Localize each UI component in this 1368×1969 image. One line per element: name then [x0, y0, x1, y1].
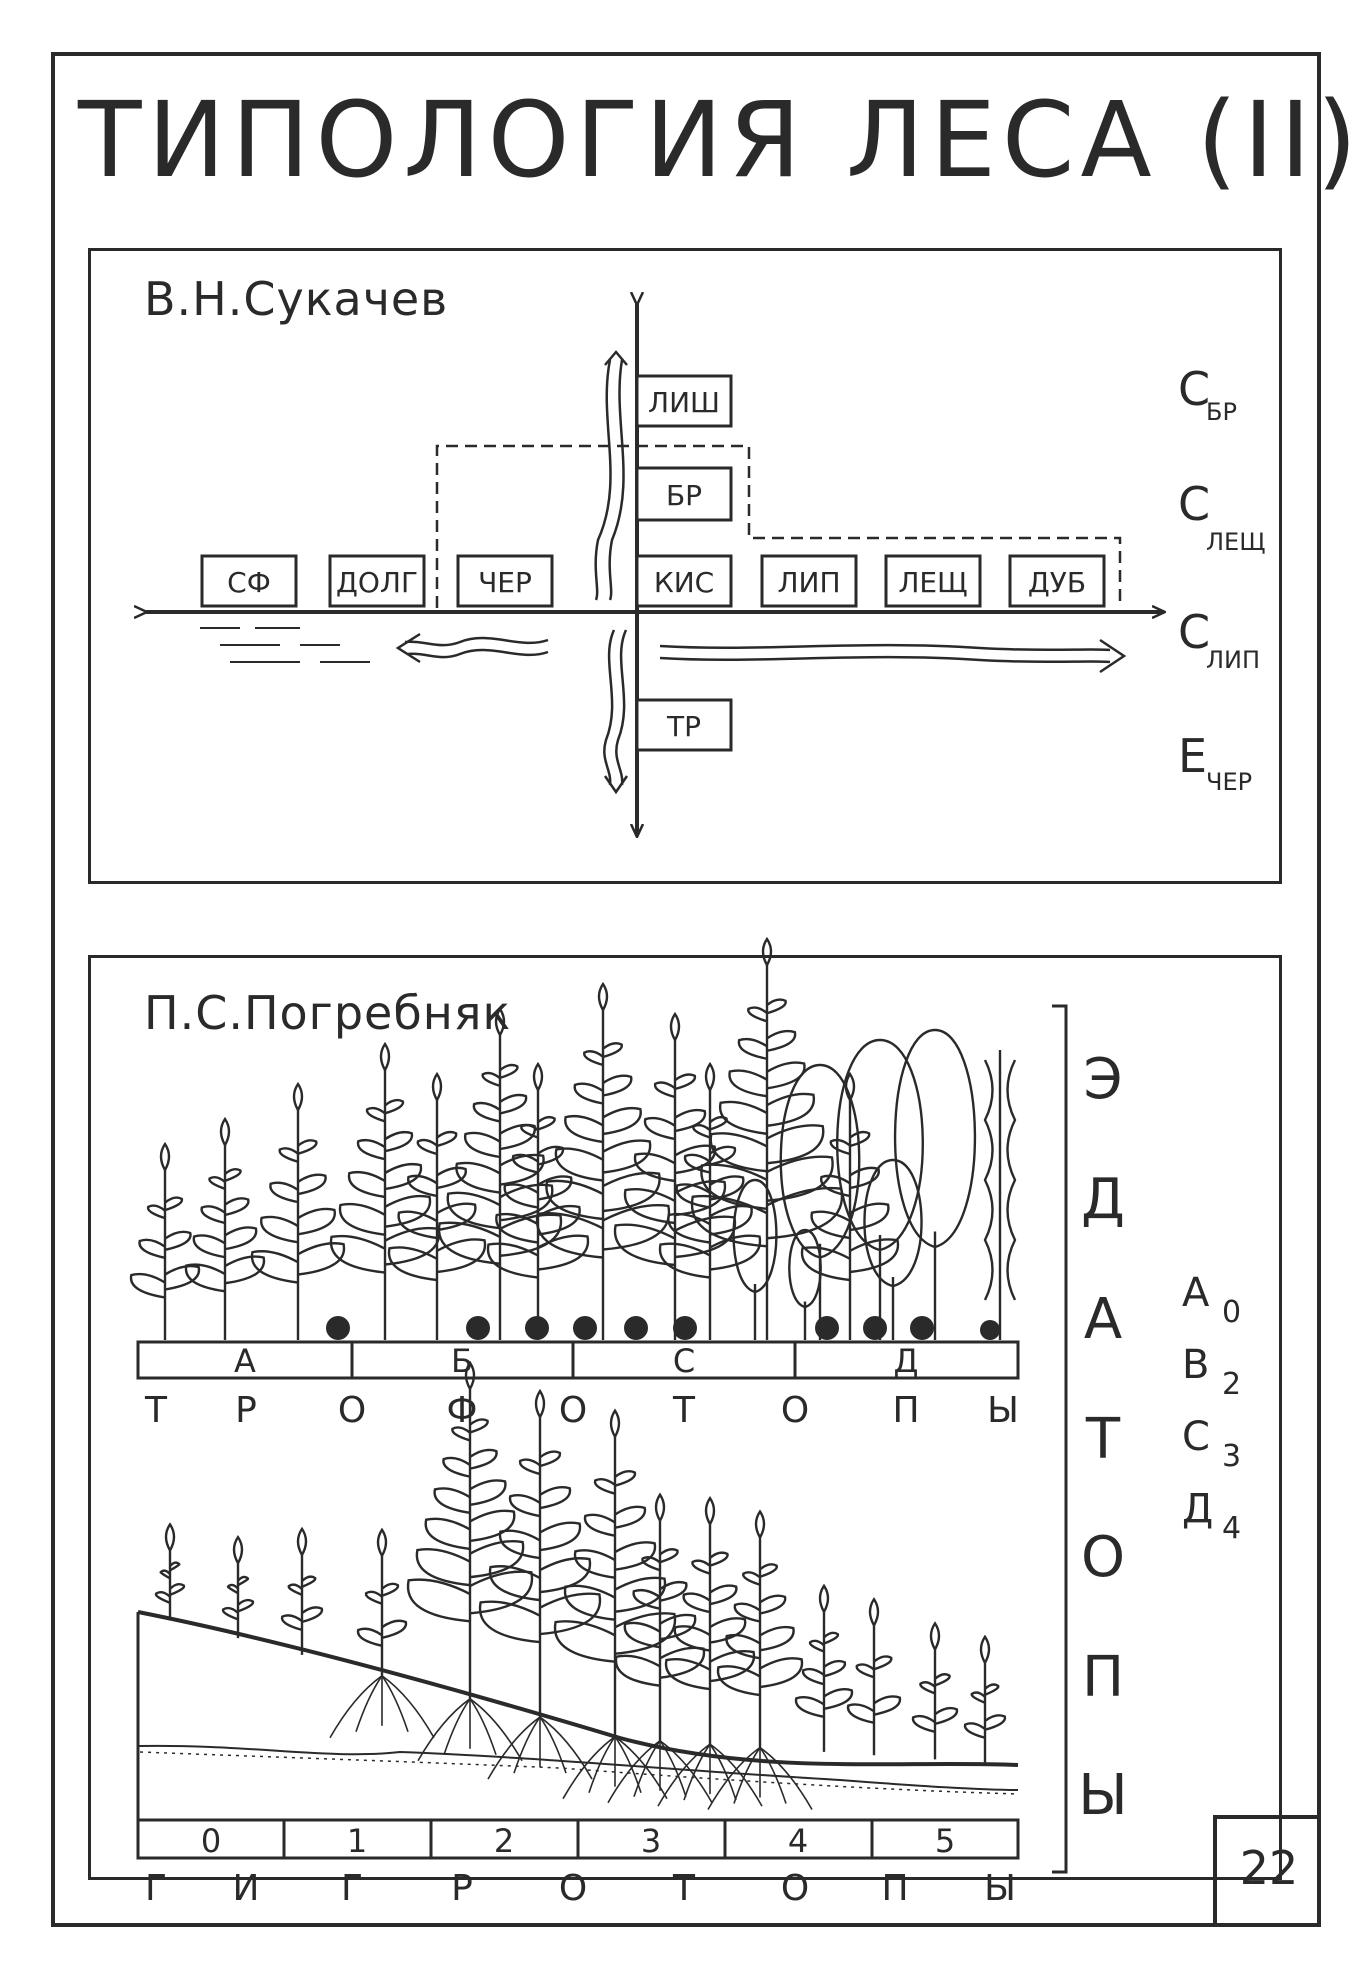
- hygrotope-5: 5: [935, 1822, 955, 1860]
- edatope-legend-4-sub: 4: [1222, 1511, 1241, 1546]
- hygrotope-caption-4: Р: [451, 1868, 473, 1909]
- edatope-legend-3-letter: С: [1182, 1414, 1210, 1460]
- dashed-outline: [435, 444, 1122, 608]
- box-label-sf: СФ: [227, 566, 271, 599]
- box-label-dub: ДУБ: [1028, 566, 1086, 599]
- hygrotope-caption-5: О: [559, 1868, 587, 1909]
- hygrotope-0: 0: [201, 1822, 221, 1860]
- edatope-caption-4: Т: [1085, 1407, 1121, 1472]
- edatope-legend-1-letter: А: [1182, 1270, 1210, 1316]
- hygrotope-caption-9: Ы: [984, 1868, 1016, 1909]
- page-number: 22: [1239, 1841, 1299, 1895]
- trophotope-trees: [129, 936, 1017, 1340]
- edatope-caption-1: Э: [1083, 1047, 1122, 1112]
- flow-arrows: [395, 350, 1127, 795]
- box-lip: [760, 554, 858, 608]
- box-label-leshch: ЛЕЩ: [898, 566, 967, 599]
- edatope-bracket: [1052, 1004, 1068, 1874]
- pogrebnyak-author: П.С.Погребняк: [144, 986, 512, 1040]
- trophotope-c: С: [673, 1342, 695, 1380]
- box-label-tr: ТР: [666, 710, 701, 743]
- hygrotope-4: 4: [788, 1822, 808, 1860]
- trophotope-caption-2: Р: [235, 1390, 257, 1431]
- page-frame: [51, 52, 1321, 1927]
- bog-hatching: [200, 627, 370, 663]
- trophotope-scale: [136, 1340, 1020, 1380]
- page-title: ТИПОЛОГИЯ ЛЕСА (II): [78, 79, 1364, 201]
- edatope-caption-6: П: [1082, 1645, 1124, 1710]
- box-label-br: БР: [666, 479, 702, 512]
- box-lish: [635, 374, 733, 428]
- legend-4-letter: Е: [1178, 729, 1207, 783]
- hygrotope-2: 2: [494, 1822, 514, 1860]
- legend-3-letter: С: [1178, 605, 1210, 659]
- trophotope-caption-5: О: [559, 1390, 587, 1431]
- box-label-dolg: ДОЛГ: [336, 566, 418, 599]
- box-dolg: [328, 554, 426, 608]
- box-label-cher: ЧЕР: [478, 566, 532, 599]
- legend-2-letter: С: [1178, 477, 1210, 531]
- edatope-caption-2: Д: [1081, 1167, 1125, 1232]
- edatope-legend-1-sub: 0: [1222, 1295, 1241, 1330]
- sukachev-panel: [88, 248, 1282, 884]
- box-cher: [456, 554, 554, 608]
- trophotope-b: Б: [451, 1342, 473, 1380]
- legend-2-sub: ЛЕЩ: [1206, 528, 1265, 556]
- edatope-legend-2-sub: 2: [1222, 1367, 1241, 1402]
- page-number-box: 22: [1213, 1815, 1321, 1927]
- box-leshch: [884, 554, 982, 608]
- box-label-lish: ЛИШ: [648, 386, 720, 419]
- trophotope-a: А: [234, 1342, 256, 1380]
- box-label-kis: КИС: [654, 566, 714, 599]
- hygrotope-caption-1: Г: [145, 1868, 167, 1909]
- box-br: [635, 466, 733, 522]
- edatope-legend-4-letter: Д: [1182, 1486, 1213, 1532]
- tree-roots: [329, 1675, 813, 1810]
- hygrotope-1: 1: [347, 1822, 367, 1860]
- box-tr: [635, 698, 733, 752]
- trophotope-caption-4: Ф: [447, 1390, 478, 1431]
- hygrotope-caption-7: О: [781, 1868, 809, 1909]
- trophotope-caption-1: Т: [144, 1390, 168, 1431]
- hygrotope-trees: [154, 1360, 1007, 1763]
- edatope-caption-5: О: [1081, 1525, 1125, 1590]
- box-sf: [200, 554, 298, 608]
- hygrotope-caption-6: Т: [672, 1868, 696, 1909]
- hygrotope-caption-8: П: [881, 1868, 908, 1909]
- trophotope-caption-8: П: [892, 1390, 919, 1431]
- legend-4-sub: ЧЕР: [1206, 768, 1252, 796]
- legend-1-letter: С: [1178, 362, 1210, 416]
- hygrotope-slope: [136, 1610, 1019, 1858]
- box-label-lip: ЛИП: [777, 566, 840, 599]
- edatope-caption-3: А: [1084, 1287, 1122, 1352]
- edatope-legend-3-sub: 3: [1222, 1439, 1241, 1474]
- edatope-caption-7: Ы: [1078, 1763, 1127, 1828]
- trophotope-caption-3: О: [338, 1390, 366, 1431]
- trophotope-caption-7: О: [781, 1390, 809, 1431]
- box-dub: [1008, 554, 1106, 608]
- trophotope-d: Д: [894, 1342, 919, 1380]
- pogrebnyak-panel: [88, 955, 1282, 1880]
- legend-3-sub: ЛИП: [1206, 646, 1260, 674]
- hygrotope-caption-3: Г: [341, 1868, 363, 1909]
- hygrotope-scale: [136, 1818, 1020, 1860]
- hygrotope-3: 3: [641, 1822, 661, 1860]
- box-kis: [635, 554, 733, 608]
- hygrotope-caption-2: И: [233, 1868, 260, 1909]
- trophotope-caption-6: Т: [672, 1390, 696, 1431]
- trophotope-caption-9: Ы: [987, 1390, 1019, 1431]
- sukachev-author: В.Н.Сукачев: [144, 272, 449, 326]
- sukachev-scheme: СФ ДОЛГ ЧЕР КИС ЛИП ЛЕЩ ДУБ ЛИШ БР ТР С …: [0, 0, 1265, 900]
- edatope-legend-2-letter: В: [1182, 1342, 1209, 1388]
- legend-1-sub: БР: [1206, 398, 1237, 426]
